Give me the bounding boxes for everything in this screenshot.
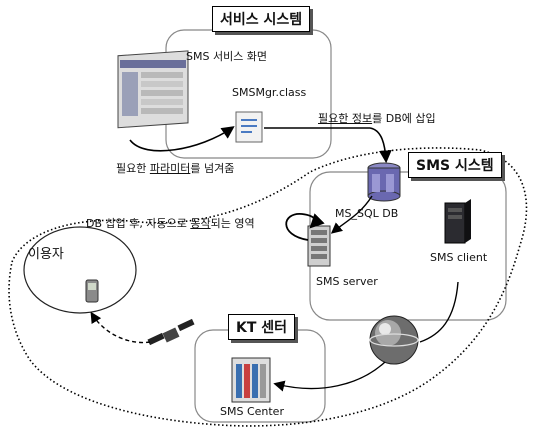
sms-client-icon: [444, 199, 471, 244]
center-label: SMS Center: [220, 405, 284, 418]
service-screen-thumbnail: [117, 50, 189, 129]
auto-area-boundary: [8, 147, 528, 427]
db-cylinder-icon: [367, 162, 401, 202]
sms-system-title: SMS 시스템: [408, 152, 502, 178]
auto-area-note: DB 삽입 후, 자동으로 동작되는 영역: [86, 215, 255, 231]
db-insert-arrow: [264, 127, 392, 164]
class-label: SMSMgr.class: [232, 86, 307, 99]
server-label: SMS server: [316, 275, 378, 288]
class-file-icon: [235, 111, 263, 143]
server-loop-arrow: [285, 213, 325, 241]
kt-center-title: KT 센터: [228, 314, 296, 340]
satellite-icon: [147, 318, 195, 346]
globe-to-center-arrow: [273, 361, 386, 392]
service-system-title: 서비스 시스템: [212, 6, 311, 32]
sms-system-box: [309, 171, 507, 321]
param-note: 필요한 파라미터를 넘겨줌: [116, 160, 234, 176]
globe-icon: [369, 315, 419, 365]
satellite-to-phone-arrow: [90, 311, 151, 344]
auto-note-prefix: DB 삽입 후, 자동으로: [86, 217, 191, 230]
db-label: MS_SQL DB: [335, 207, 399, 220]
param-note-suffix: 를 넘겨줌: [190, 162, 235, 175]
phone-icon: [85, 279, 99, 303]
param-note-prefix: 필요한: [116, 162, 150, 175]
user-label: 이용자: [28, 247, 64, 262]
service-screen-label: SMS 서비스 화면: [186, 50, 268, 63]
auto-note-underlined: 동작: [190, 217, 211, 230]
sms-server-icon: [307, 225, 331, 267]
db-note-underlined: 필요한 정보: [318, 112, 373, 125]
db-to-server-arrow: [330, 195, 373, 234]
auto-note-suffix: 되는 영역: [210, 217, 255, 230]
db-note-suffix: 를 DB에 삽입: [372, 112, 436, 125]
sms-center-icon: [231, 357, 271, 403]
client-label: SMS client: [430, 251, 488, 264]
param-arrow: [129, 126, 235, 152]
param-note-underlined: 파라미터: [149, 162, 191, 175]
db-insert-note: 필요한 정보를 DB에 삽입: [318, 110, 436, 126]
user-circle: [23, 226, 137, 314]
client-to-globe-arrow: [419, 281, 459, 343]
